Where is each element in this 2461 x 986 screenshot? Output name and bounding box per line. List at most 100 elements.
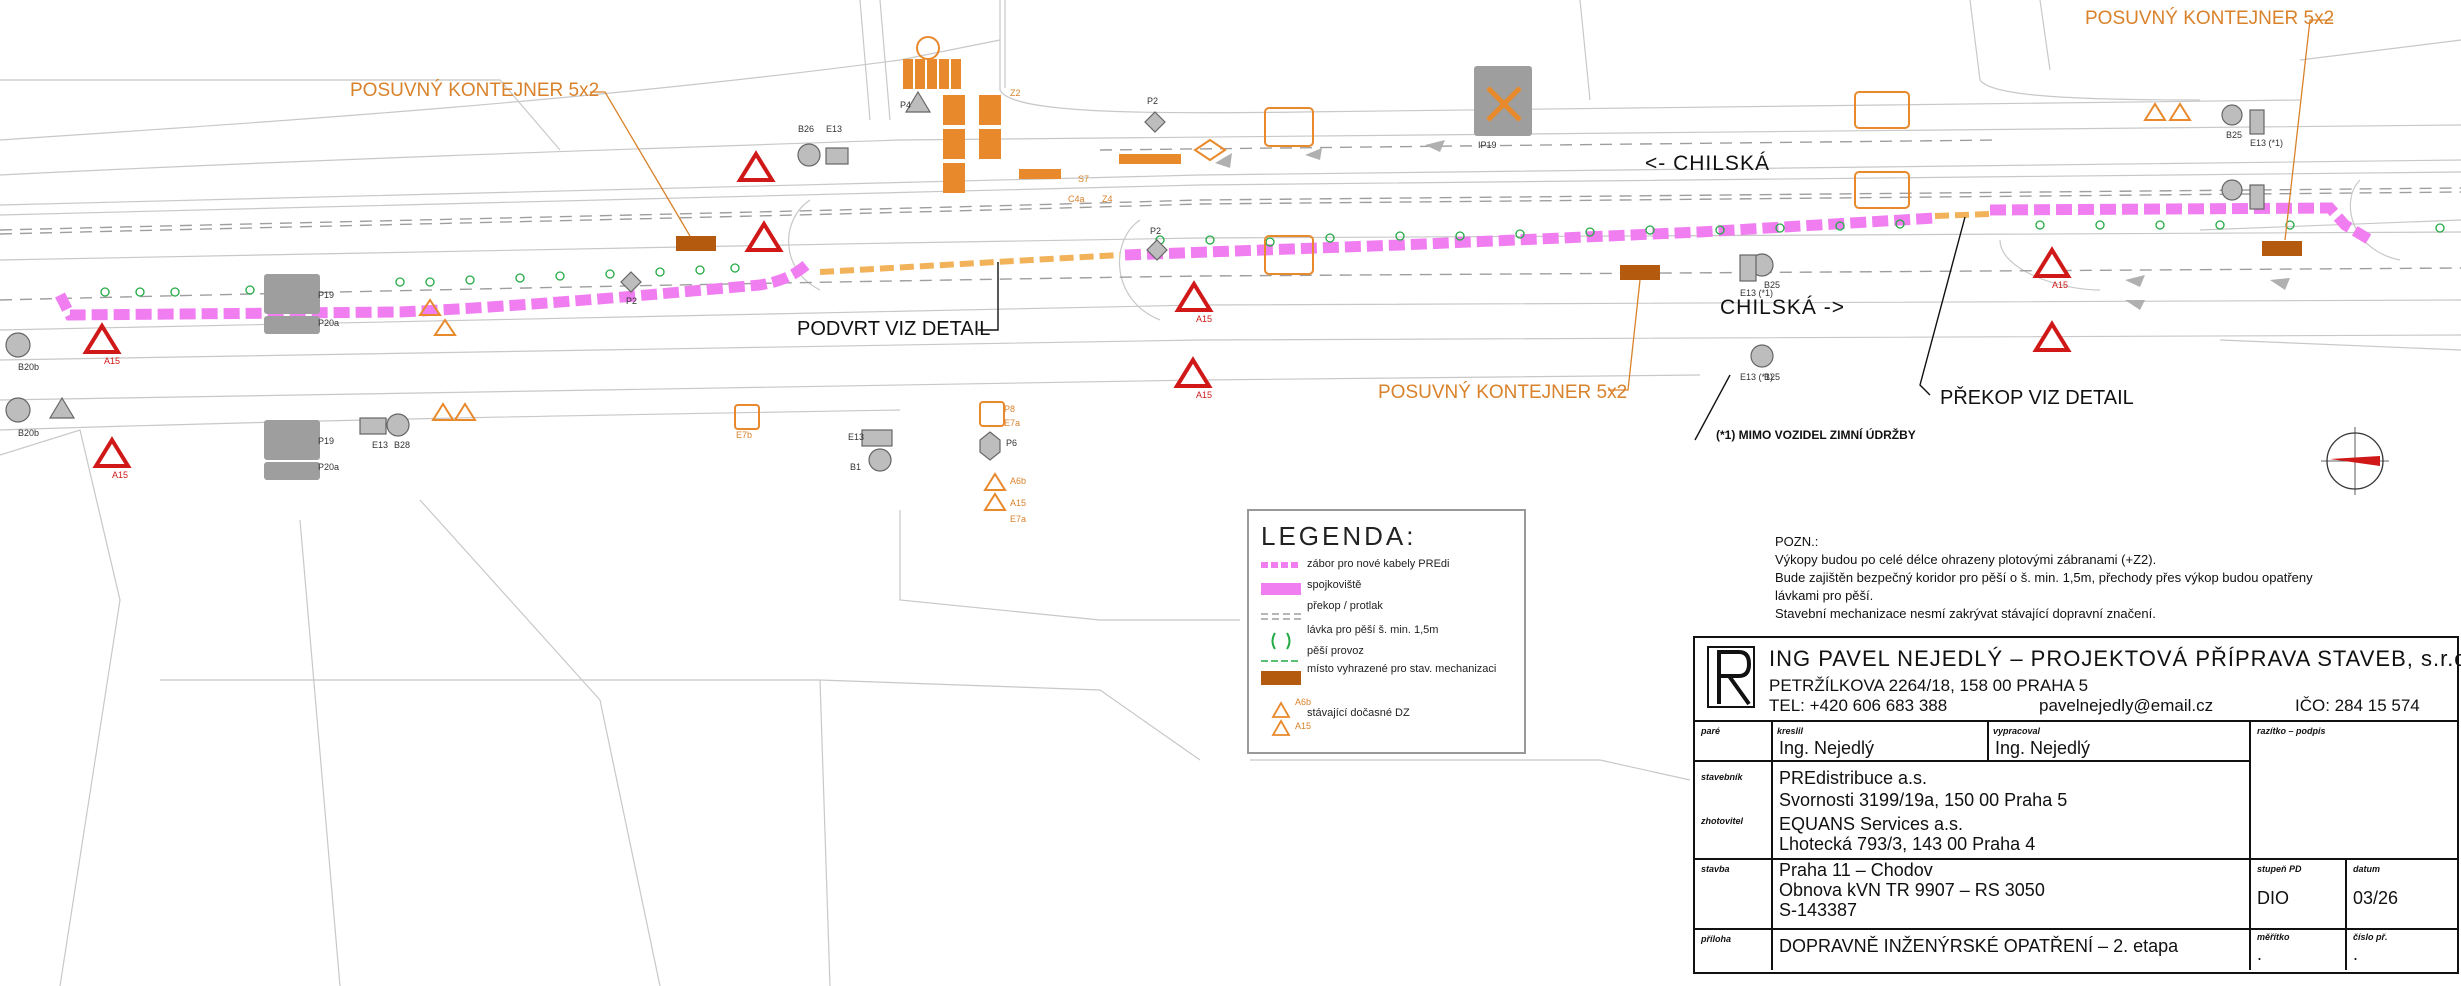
street-name-upper: <- CHILSKÁ: [1645, 152, 1770, 175]
sign-label-a6b: A6b: [1010, 476, 1027, 486]
gray-sign-boards: [264, 66, 1532, 480]
tb-stavba-2: Obnova kVN TR 9907 – RS 3050: [1779, 880, 2045, 900]
sign-label-e13-1-lower: E13 (*1): [1740, 372, 1774, 382]
street-name-lower: CHILSKÁ ->: [1720, 296, 1845, 319]
notes-block: POZN.: Výkopy budou po celé délce ohraze…: [1775, 533, 2313, 623]
container-3: [2262, 241, 2302, 256]
title-block: ING PAVEL NEJEDLÝ – PROJEKTOVÁ PŘÍPRAVA …: [1693, 636, 2461, 974]
container-1: [676, 236, 716, 251]
sign-label-ip19: IP19: [1478, 140, 1497, 150]
sign-label-b1: B1: [850, 462, 862, 472]
tb-cap-priloha: příloha: [1701, 934, 1732, 944]
tb-datum: 03/26: [2353, 888, 2399, 908]
sign-label-p4: P4: [900, 100, 912, 110]
callout-container-top-left: POSUVNÝ KONTEJNER 5x2: [350, 80, 600, 101]
sign-label-b25-lower: B25: [1764, 372, 1781, 382]
tb-vrule-1: [1771, 720, 1773, 760]
tb-vrule-5: [1771, 928, 1773, 970]
sign-label-b25-right: B25: [2226, 130, 2243, 140]
gray-regulatory-signs: [5, 90, 2265, 472]
a15-warning-signs: [82, 150, 2072, 468]
company-name: ING PAVEL NEJEDLÝ – PROJEKTOVÁ PŘÍPRAVA …: [1769, 646, 2461, 671]
sign-label-p8: P8: [1004, 404, 1016, 414]
sign-label-p20a-upper: P20a: [318, 318, 340, 328]
sign-label-e7b: E7b: [736, 430, 753, 440]
tb-vypracoval: Ing. Nejedlý: [1995, 738, 2091, 758]
prekop-detail-label: PŘEKOP VIZ DETAIL: [1940, 387, 2134, 409]
cable-route: [55, 202, 2373, 321]
leader-lines-black: [978, 216, 1966, 441]
north-arrow: [2321, 427, 2389, 495]
tb-rule-2: [1695, 760, 2249, 762]
sign-label-e7a-lower: E7a: [1010, 514, 1027, 524]
sign-label-p2-top: P2: [1147, 96, 1159, 106]
company-ico: IČO: 284 15 574: [2295, 696, 2420, 715]
sign-label-p6: P6: [1006, 438, 1018, 448]
legend-item-footbridge: lávka pro pěší š. min. 1,5m: [1307, 624, 1439, 636]
tb-stavebnik-2: Svornosti 3199/19a, 150 00 Praha 5: [1779, 790, 2068, 810]
notes-heading: POZN.:: [1775, 534, 1819, 549]
tb-rule-3: [1695, 858, 2457, 860]
sign-label-b26: B26: [798, 124, 815, 134]
tb-cap-kreslil: kreslil: [1777, 726, 1804, 736]
notes-line-3: lávkami pro pěší.: [1775, 588, 1874, 603]
tb-cap-stavebnik: stavebník: [1701, 772, 1743, 782]
sign-label-p20a-lower: P20a: [318, 462, 340, 472]
tb-zhotovitel-2: Lhotecká 793/3, 143 00 Praha 4: [1779, 834, 2036, 854]
sign-label-b25-mid: B25: [1764, 280, 1781, 290]
tb-cislo: .: [2353, 944, 2359, 964]
notes-line-4: Stavební mechanizace nesmí zakrývat stáv…: [1775, 606, 2156, 621]
tb-cap-zhotovitel: zhotovitel: [1701, 816, 1743, 826]
sign-label-a15-left: A15: [104, 356, 121, 366]
tb-kreslil: Ing. Nejedlý: [1779, 738, 1875, 758]
sign-label-p19-upper: P19: [318, 290, 335, 300]
tb-priloha: DOPRAVNĚ INŽENÝRSKÉ OPATŘENÍ – 2. etapa: [1779, 936, 2179, 956]
sign-label-p2-left: P2: [626, 296, 638, 306]
sign-label-z4: Z4: [1102, 194, 1113, 204]
sign-label-e13-upper: E13: [826, 124, 843, 134]
underpass-line: [819, 252, 1121, 275]
tb-rule-1: [1695, 720, 2457, 722]
tb-zhotovitel-1: EQUANS Services a.s.: [1779, 814, 1964, 834]
legend-panel: LEGENDA: zábor pro nové kabely PREdi spo…: [1247, 509, 1526, 754]
tb-vrule-3: [2249, 720, 2251, 970]
tb-cap-datum: datum: [2353, 864, 2380, 874]
containers: [676, 236, 2302, 280]
sign-label-c4a: C4a: [1068, 194, 1085, 204]
legend-item-pedestrian: pěší provoz: [1307, 645, 1364, 657]
sign-label-z2: Z2: [1010, 88, 1021, 98]
sign-label-b20b-upper: B20b: [18, 362, 40, 372]
legend-sign-a15: A15: [1295, 721, 1312, 731]
road-arrows: [1215, 140, 2290, 310]
legend-item-joint: spojkoviště: [1307, 579, 1362, 591]
legend-item-machinery: místo vyhrazené pro stav. mechanizaci: [1307, 663, 1497, 675]
legend-sign-a6b: A6b: [1295, 697, 1312, 707]
sign-label-s7: S7: [1078, 174, 1090, 184]
legend-item-trench: překop / protlak: [1307, 600, 1383, 612]
sign-label-a15-left-lower: A15: [112, 470, 129, 480]
sign-label-e13-1-mid: E13 (*1): [1740, 288, 1774, 298]
tb-cap-cislo: číslo př.: [2353, 932, 2388, 942]
sign-label-e7a: E7a: [1004, 418, 1021, 428]
sign-label-a15-orange: A15: [1010, 498, 1027, 508]
tb-cap-meritko: měřítko: [2257, 932, 2290, 942]
tb-stavba-3: S-143387: [1779, 900, 1858, 920]
tb-vrule-2: [1987, 720, 1989, 760]
podvrt-detail-label: PODVRT VIZ DETAIL: [797, 318, 991, 340]
tb-stavba-1: Praha 11 – Chodov: [1779, 860, 1933, 880]
sign-label-b28: B28: [394, 440, 411, 450]
sign-label-e13-lower: E13: [848, 432, 865, 442]
legend-item-existing-dz: stávající dočasné DZ: [1307, 707, 1410, 719]
tb-rule-4: [1695, 928, 2457, 930]
tb-stupen: DIO: [2257, 888, 2290, 908]
tb-cap-stupen: stupeň PD: [2257, 864, 2302, 874]
sign-label-p2-mid: P2: [1150, 226, 1162, 236]
sign-label-p19-lower: P19: [318, 436, 335, 446]
tb-vrule-7: [1771, 760, 1773, 858]
tb-cap-pare: paré: [1701, 726, 1721, 736]
lane-dashes: [0, 139, 2461, 301]
tb-cap-stavba: stavba: [1701, 864, 1730, 874]
company-phone: TEL: +420 606 683 388: [1769, 696, 1948, 715]
sign-label-e13-left: E13: [372, 440, 389, 450]
winter-maintenance-note: (*1) MIMO VOZIDEL ZIMNÍ ÚDRŽBY: [1716, 428, 1916, 442]
